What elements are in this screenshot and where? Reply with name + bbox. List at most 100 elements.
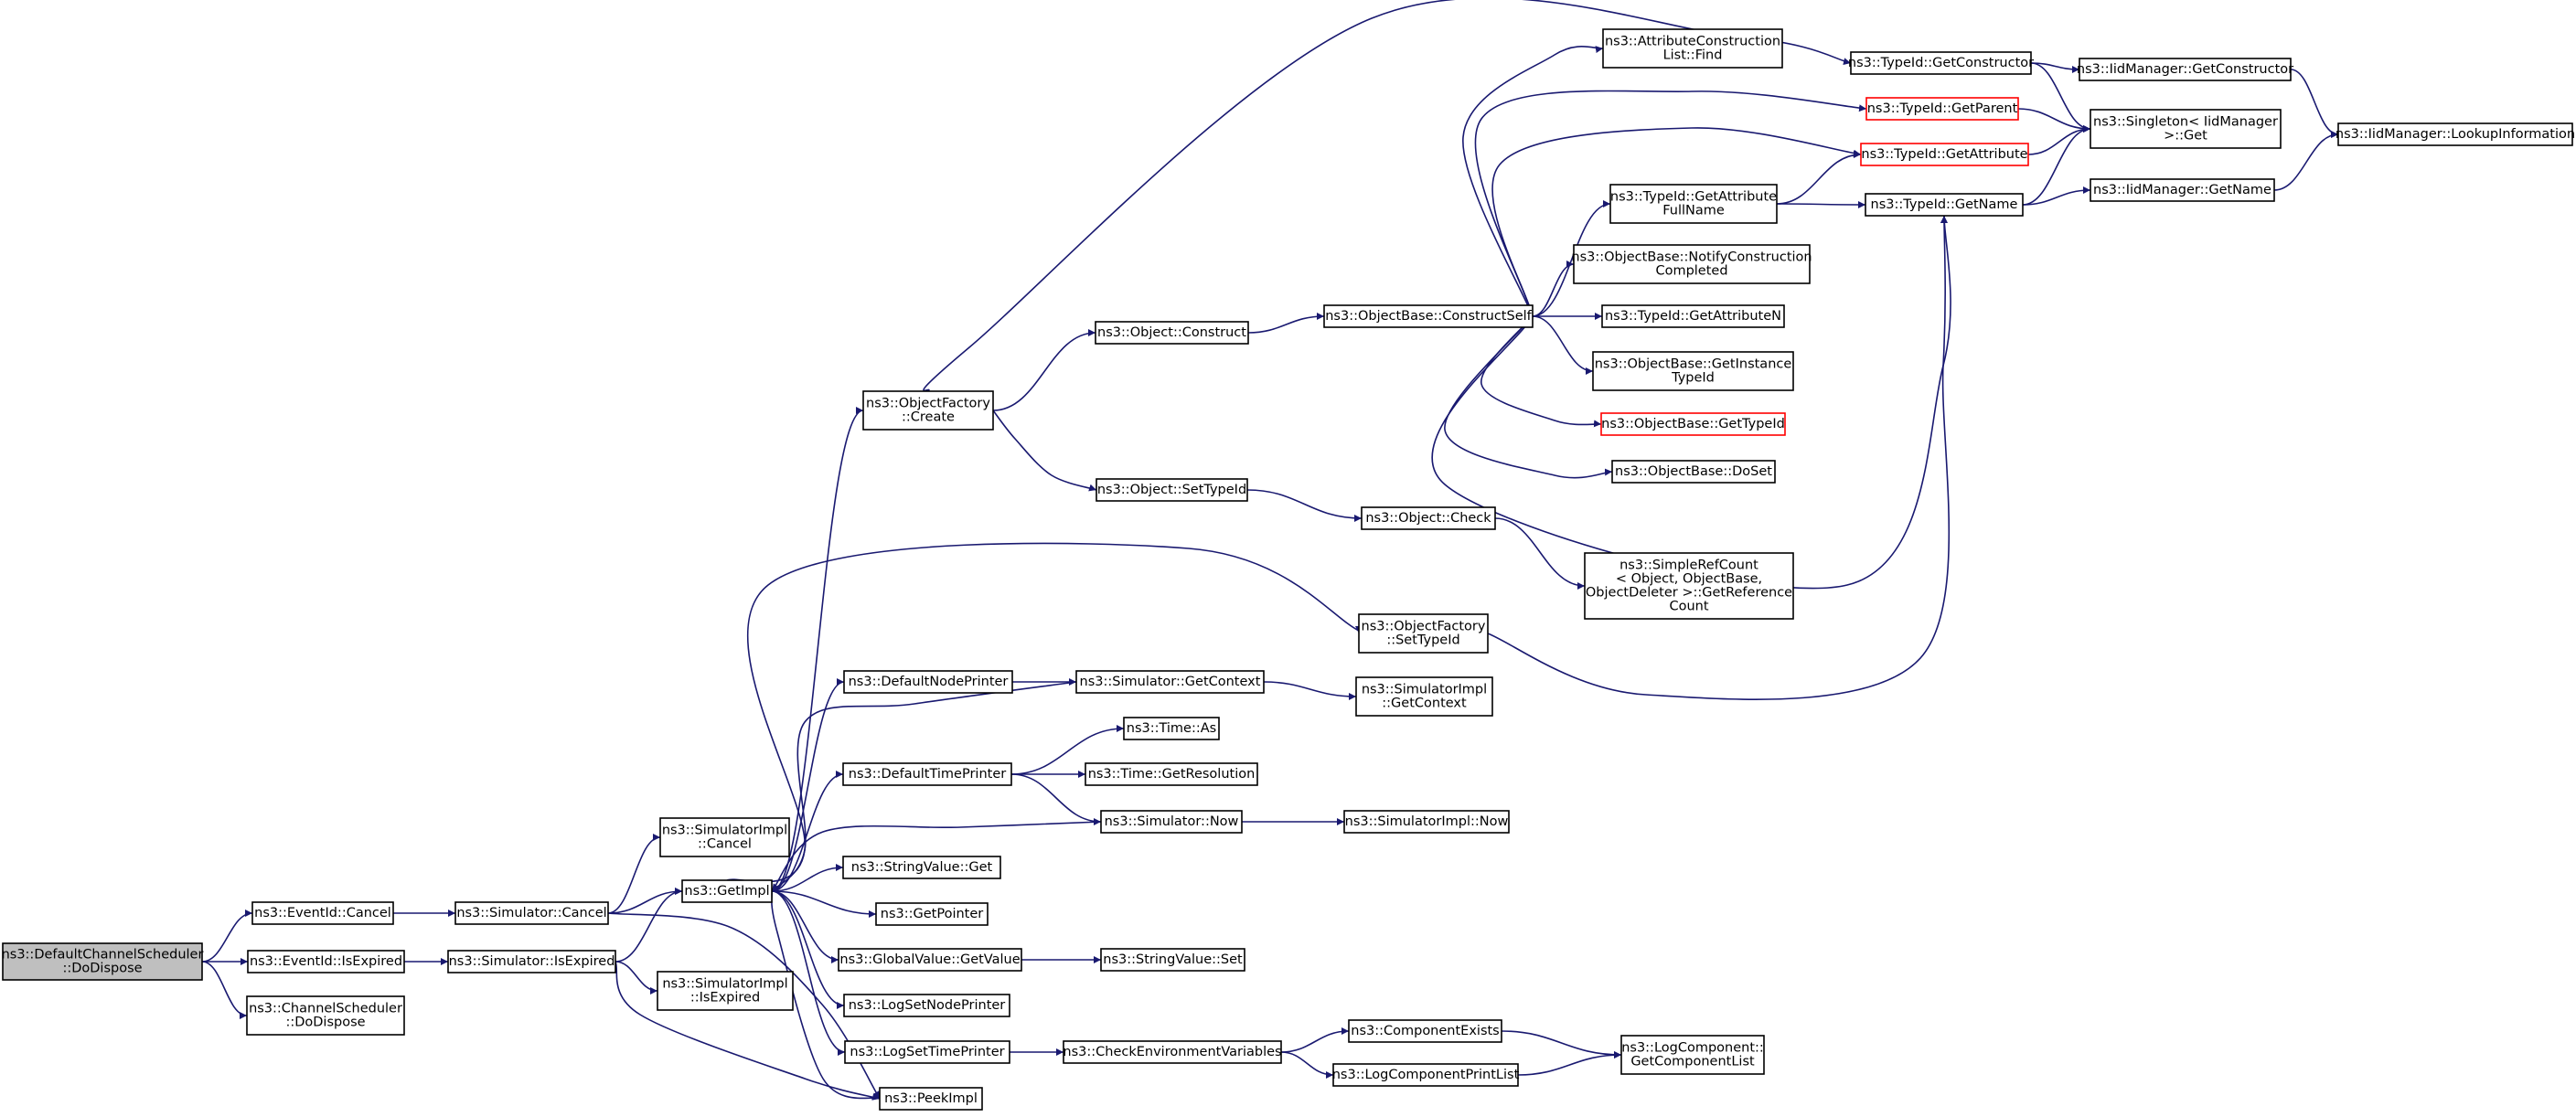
node-simulatorimpl-getcontext[interactable]: ns3::SimulatorImpl::GetContext [1355, 676, 1493, 717]
node-label-line: List::Find [1663, 48, 1723, 63]
edge-root-to-eventid_cancel [201, 910, 253, 963]
node-label-line: ns3::TypeId::GetAttribute [1861, 147, 2027, 162]
node-label-line: ns3::TypeId::GetConstructor [1848, 56, 2034, 70]
node-singleton-iidmanager-get[interactable]: ns3::Singleton< IidManager >::Get [2090, 109, 2282, 149]
node-object-construct[interactable]: ns3::Object::Construct [1095, 321, 1249, 345]
node-box [1332, 1063, 1519, 1087]
node-channelscheduler-dodispose[interactable]: ns3::ChannelScheduler::DoDispose [246, 995, 405, 1036]
node-label-line: ns3::GlobalValue::GetValue [839, 952, 1020, 967]
node-typeid-getattributen[interactable]: ns3::TypeId::GetAttributeN [1601, 304, 1785, 328]
edge-getimpl-to-logsettimeprinter [771, 890, 846, 1056]
node-simulatorimpl-isexpired[interactable]: ns3::SimulatorImpl::IsExpired [657, 971, 794, 1011]
node-getpointer[interactable]: ns3::GetPointer [875, 902, 989, 926]
node-logsetnodeprinter[interactable]: ns3::LogSetNodePrinter [843, 994, 1010, 1017]
node-label-line: ns3::ObjectBase::ConstructSelf [1325, 309, 1532, 324]
node-label-line: ns3::Object::Construct [1097, 325, 1246, 340]
node-objectbase-gettypeid[interactable]: ns3::ObjectBase::GetTypeId [1600, 412, 1786, 436]
node-label-line: ns3::ObjectFactory [866, 397, 990, 411]
edge-simulator_cancel-to-simulatorimpl_cancel [607, 834, 661, 914]
node-box [1063, 1040, 1282, 1064]
edge-objectbase_constructself-to-objectbase_gettypeid [1480, 315, 1602, 428]
node-root[interactable]: ns3::DefaultChannelScheduler::DoDispose [2, 942, 204, 981]
node-typeid-getname[interactable]: ns3::TypeId::GetName [1865, 193, 2024, 217]
edge-defaulttimeprinter-to-simulator_now [1010, 773, 1102, 825]
node-peekimpl[interactable]: ns3::PeekImpl [879, 1087, 983, 1111]
node-label-line: ::SetTypeId [1386, 633, 1459, 648]
edge-typeid_getattributefullname-to-typeid_getname [1776, 200, 1866, 208]
node-object-check[interactable]: ns3::Object::Check [1361, 506, 1496, 530]
node-typeid-getparent[interactable]: ns3::TypeId::GetParent [1865, 97, 2019, 121]
edge-typeid_getname-to-iidmanager_getname [2022, 186, 2091, 206]
node-simulator-isexpired[interactable]: ns3::Simulator::IsExpired [447, 950, 616, 973]
node-box [251, 901, 394, 925]
node-eventid-isexpired[interactable]: ns3::EventId::IsExpired [247, 950, 405, 973]
node-label-line: ns3::Time::GetResolution [1088, 767, 1256, 782]
node-typeid-getattribute[interactable]: ns3::TypeId::GetAttribute [1860, 143, 2029, 166]
node-simulatorimpl-cancel[interactable]: ns3::SimulatorImpl::Cancel [659, 817, 790, 857]
node-label-line: ns3::ObjectBase::GetInstance [1595, 357, 1792, 372]
node-label-line: GetComponentList [1630, 1055, 1755, 1069]
node-label-line: ns3::IidManager::LookupInformation [2336, 127, 2575, 142]
node-time-getresolution[interactable]: ns3::Time::GetResolution [1085, 762, 1258, 786]
node-box [1358, 613, 1489, 654]
node-objectfactory-settypeid[interactable]: ns3::ObjectFactory::SetTypeId [1358, 613, 1489, 654]
node-logcomponentprintlist[interactable]: ns3::LogComponentPrintList [1332, 1063, 1520, 1087]
node-objectbase-notifyconstructioncompleted[interactable]: ns3::ObjectBase::NotifyConstructionCompl… [1571, 244, 1812, 284]
node-getimpl[interactable]: ns3::GetImpl [681, 879, 773, 903]
node-box [1348, 1019, 1502, 1043]
edge-objectbase_constructself-to-typeid_getname [1431, 215, 1951, 590]
edge-simulator_isexpired-to-getimpl [615, 888, 683, 963]
edge-simulator_getcontext-to-getimpl [771, 681, 1077, 892]
node-simplerefcount-getreferencecount[interactable]: ns3::SimpleRefCount< Object, ObjectBase,… [1584, 552, 1794, 620]
node-simulatorimpl-now[interactable]: ns3::SimulatorImpl::Now [1343, 810, 1510, 834]
node-typeid-getconstructor[interactable]: ns3::TypeId::GetConstructor [1848, 51, 2034, 75]
node-time-as[interactable]: ns3::Time::As [1123, 717, 1220, 740]
edge-typeid_getattributefullname-to-typeid_getattribute [1776, 151, 1862, 205]
node-box [1584, 552, 1794, 620]
node-logsettimeprinter[interactable]: ns3::LogSetTimePrinter [844, 1040, 1010, 1064]
edge-componentexists-to-logcomponent_getcomponentlist [1501, 1030, 1622, 1058]
edge-getimpl-to-defaultnodeprinter [771, 678, 845, 892]
edge-defaulttimeprinter-to-time_as [1010, 725, 1125, 775]
node-defaulttimeprinter[interactable]: ns3::DefaultTimePrinter [842, 762, 1012, 786]
edge-typeid_getattribute-to-singleton_iidmanager_get [2027, 125, 2091, 155]
node-box [843, 994, 1010, 1017]
node-box [1860, 143, 2029, 166]
node-globalvalue-getvalue[interactable]: ns3::GlobalValue::GetValue [838, 948, 1022, 972]
node-defaultnodeprinter[interactable]: ns3::DefaultNodePrinter [843, 670, 1013, 694]
node-label-line: ns3::ObjectBase::NotifyConstruction [1571, 250, 1812, 265]
node-label-line: ns3::LogSetTimePrinter [850, 1045, 1004, 1059]
node-simulator-getcontext[interactable]: ns3::Simulator::GetContext [1075, 670, 1265, 694]
node-box [2090, 178, 2275, 202]
node-checkenvironmentvariables[interactable]: ns3::CheckEnvironmentVariables [1063, 1040, 1282, 1064]
node-box [2337, 122, 2573, 146]
node-label-line: ns3::SimpleRefCount [1619, 558, 1758, 573]
node-componentexists[interactable]: ns3::ComponentExists [1348, 1019, 1502, 1043]
edge-simulator_isexpired-to-simulatorimpl_isexpired [615, 961, 658, 995]
node-iidmanager-lookupinformation[interactable]: ns3::IidManager::LookupInformation [2336, 122, 2575, 146]
node-box [1609, 184, 1778, 224]
node-objectfactory-create[interactable]: ns3::ObjectFactory::Create [862, 390, 994, 431]
edge-objectbase_constructself-to-typeid_getparent [1474, 90, 1867, 317]
node-eventid-cancel[interactable]: ns3::EventId::Cancel [251, 901, 394, 925]
node-box [1592, 351, 1794, 391]
node-box [681, 879, 773, 903]
node-box [1850, 51, 2032, 75]
node-stringvalue-get[interactable]: ns3::StringValue::Get [842, 856, 1001, 879]
node-simulator-now[interactable]: ns3::Simulator::Now [1100, 810, 1243, 834]
node-object-settypeid[interactable]: ns3::Object::SetTypeId [1096, 478, 1248, 502]
node-objectbase-constructself[interactable]: ns3::ObjectBase::ConstructSelf [1323, 304, 1534, 328]
node-box [1611, 460, 1776, 484]
edge-objectbase_constructself-to-objectbase_notifyconstructioncompleted [1532, 261, 1575, 317]
node-simulator-cancel[interactable]: ns3::Simulator::Cancel [454, 901, 609, 925]
node-objectbase-doset[interactable]: ns3::ObjectBase::DoSet [1611, 460, 1776, 484]
node-box [246, 995, 405, 1036]
node-stringvalue-set[interactable]: ns3::StringValue::Set [1100, 948, 1245, 972]
edge-simulator_now-to-getimpl [771, 821, 1102, 892]
node-iidmanager-getname[interactable]: ns3::IidManager::GetName [2090, 178, 2275, 202]
node-logcomponent-getcomponentlist[interactable]: ns3::LogComponent::GetComponentList [1620, 1035, 1765, 1075]
node-iidmanager-getconstructor[interactable]: ns3::IidManager::GetConstructor [2077, 58, 2293, 81]
